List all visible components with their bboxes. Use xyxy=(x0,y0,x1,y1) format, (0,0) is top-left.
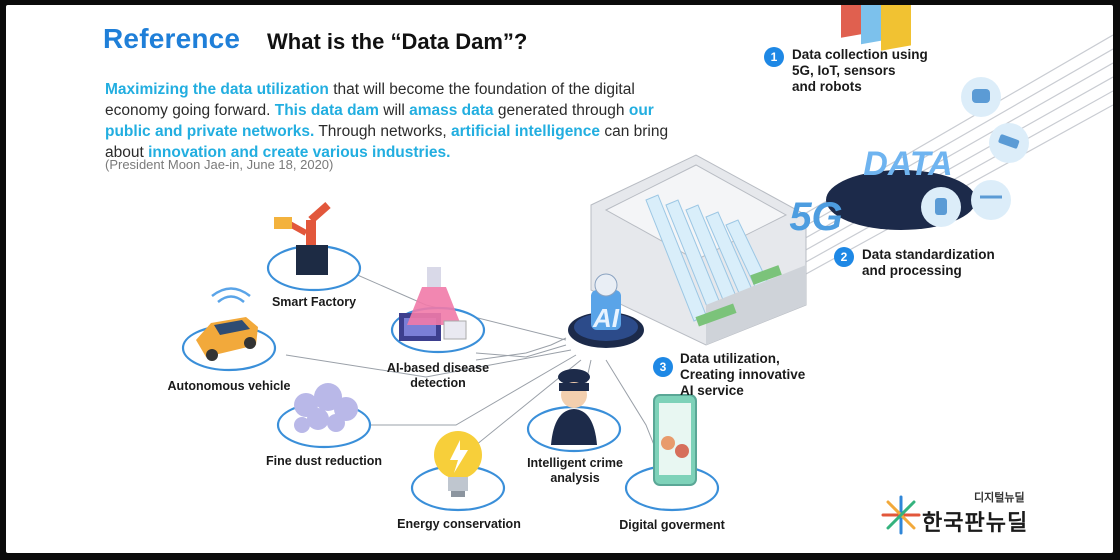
step-1-line: Data collection using xyxy=(792,47,928,62)
robot-arm-icon xyxy=(274,202,331,275)
step-3-line: Data utilization, xyxy=(680,351,780,366)
iot-icons xyxy=(921,77,1029,227)
label-autonomous-vehicle: Autonomous vehicle xyxy=(167,379,291,393)
quote-highlight: innovation and create various industries… xyxy=(148,144,451,161)
quote-highlight: our public and private networks. xyxy=(105,102,654,140)
dust-cloud-icon xyxy=(294,383,358,433)
label-smart-factory: Smart Factory xyxy=(271,295,357,309)
step-2-badge: 2 xyxy=(834,247,854,267)
smartphone-icon xyxy=(653,394,697,486)
step-2-line: Data standardization xyxy=(862,247,995,262)
quote-text: generated through xyxy=(493,102,629,119)
label-line: detection xyxy=(410,376,466,390)
page-title: What is the “Data Dam”? xyxy=(267,29,528,54)
label-fine-dust-reduction: Fine dust reduction xyxy=(266,454,382,468)
quote-highlight: amass data xyxy=(409,102,494,119)
step-2-text: Data standardization and processing xyxy=(862,247,995,279)
cctv-icon xyxy=(998,134,1020,149)
step-3-line: AI service xyxy=(680,383,744,398)
step-3-badge: 3 xyxy=(653,357,673,377)
fiveg-text: 5G xyxy=(789,195,842,239)
step-1-text: Data collection using 5G, IoT, sensors a… xyxy=(792,47,928,95)
quote-text: that will become the foundation of the d… xyxy=(105,81,635,119)
brand-subtitle: 디지털뉴딜 xyxy=(974,492,1025,504)
quote-highlight: Maximizing the data utilization xyxy=(105,81,329,98)
step-3-text: Data utilization, Creating innovative AI… xyxy=(680,351,805,399)
label-intelligent-crime-analysis: Intelligent crime analysis xyxy=(514,456,636,486)
quote-highlight: artificial intelligence xyxy=(451,123,601,140)
robot-icon xyxy=(972,89,990,103)
quote-text: can bring about xyxy=(105,123,669,161)
brand-name: 한국판뉴딜 xyxy=(922,510,1029,535)
quote-paragraph: Maximizing the data utilization that wil… xyxy=(105,79,685,163)
data-text: DATA xyxy=(863,145,952,183)
step-1-badge: 1 xyxy=(764,47,784,67)
label-line: Intelligent crime xyxy=(527,456,623,470)
step-3-line: Creating innovative xyxy=(680,367,806,382)
slide: AI DATA 5G xyxy=(6,5,1113,553)
label-ai-disease-detection: AI-based disease detection xyxy=(372,361,504,391)
step-2-line: and processing xyxy=(862,263,962,278)
reference-label: Reference xyxy=(103,23,241,54)
label-digital-government: Digital goverment xyxy=(619,518,725,532)
quote-highlight: This data dam xyxy=(274,102,379,119)
flask-icon xyxy=(399,267,467,341)
quote-citation: (President Moon Jae-in, June 18, 2020) xyxy=(105,157,334,172)
lightbulb-icon xyxy=(434,431,482,497)
ai-hub-label: AI xyxy=(592,303,620,333)
step-1-line: 5G, IoT, sensors xyxy=(792,63,896,78)
dam-structure xyxy=(590,154,807,346)
label-energy-conservation: Energy conservation xyxy=(397,517,521,531)
brand-logo-icon xyxy=(881,495,921,535)
step-1-line: and robots xyxy=(792,79,862,94)
quote-text: Through networks, xyxy=(314,123,451,140)
label-line: analysis xyxy=(550,471,600,485)
data-cluster: DATA 5G xyxy=(789,5,976,239)
quote-text: will xyxy=(378,102,410,119)
autonomous-car-icon xyxy=(196,287,258,361)
label-line: AI-based disease xyxy=(386,361,490,375)
ai-hub: AI xyxy=(568,273,644,348)
data-dam-illustration: AI DATA 5G xyxy=(181,5,1113,535)
police-officer-icon xyxy=(551,369,597,445)
smartwatch-icon xyxy=(935,198,947,215)
